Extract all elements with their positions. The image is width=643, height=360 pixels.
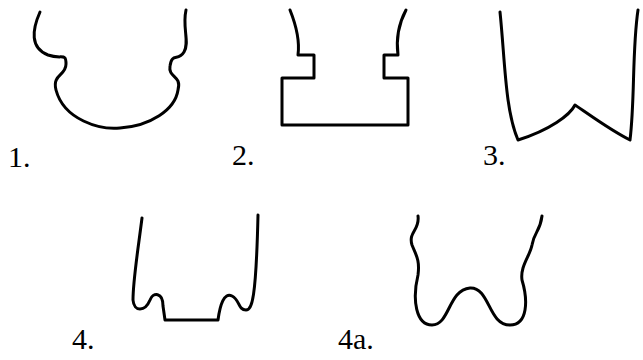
figure-number: 2. — [232, 140, 255, 170]
figure-number: 1. — [8, 142, 31, 172]
figure-number: 3. — [483, 140, 506, 170]
profile-outline — [282, 10, 408, 125]
figure-number: 4a. — [338, 324, 374, 354]
profile-outline — [133, 215, 258, 320]
profile-outline — [500, 10, 638, 140]
figure-number: 4. — [72, 324, 95, 354]
profile-outline — [411, 216, 542, 325]
profile-outline — [34, 10, 186, 128]
